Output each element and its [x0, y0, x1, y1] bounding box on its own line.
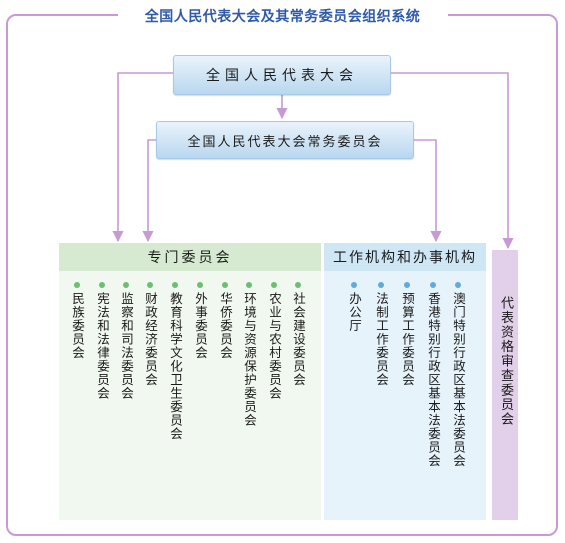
- working-body-label: 预算工作委员会: [400, 292, 415, 387]
- working-body-item: 法制工作委员会: [374, 282, 389, 387]
- npc-standing-committee-label: 全国人民代表大会常务委员会: [187, 134, 383, 150]
- special-committee-label: 社会建设委员会: [291, 292, 306, 387]
- bullet-dot: [271, 282, 277, 288]
- bullet-dot: [295, 282, 301, 288]
- bullet-dot: [172, 282, 178, 288]
- special-committee-item: 社会建设委员会: [291, 282, 306, 387]
- connector-npc-to-special: [112, 72, 173, 243]
- special-committee-item: 民族委员会: [70, 282, 85, 360]
- connector-standing-to-work: [414, 139, 442, 243]
- working-body-item: 澳门特别行政区基本法委员会: [451, 282, 466, 468]
- working-body-item: 办公厅: [347, 282, 362, 333]
- special-committee-item: 宪法和法律委员会: [95, 282, 110, 400]
- special-committee-label: 监察和司法委员会: [119, 292, 134, 400]
- bullet-dot: [404, 282, 410, 288]
- bullet-dot: [222, 282, 228, 288]
- working-body-label: 办公厅: [347, 292, 362, 333]
- working-body-label: 法制工作委员会: [374, 292, 389, 387]
- special-committees-panel: [59, 243, 321, 520]
- qualification-committee-box: [492, 250, 518, 520]
- bullet-dot: [197, 282, 203, 288]
- diagram-title: 全国人民代表大会及其常务委员会组织系统: [144, 9, 421, 25]
- connector-standing-to-special: [142, 139, 156, 243]
- special-committee-label: 环境与资源保护委员会: [242, 292, 257, 427]
- npc-box: 全国人民代表大会: [173, 55, 391, 95]
- special-committee-item: 外事委员会: [193, 282, 208, 360]
- bullet-dot: [74, 282, 80, 288]
- special-committee-item: 环境与资源保护委员会: [242, 282, 257, 427]
- bullet-dot: [430, 282, 436, 288]
- working-body-item: 预算工作委员会: [400, 282, 415, 387]
- bullet-dot: [455, 282, 461, 288]
- special-committee-item: 财政经济委员会: [143, 282, 158, 387]
- bullet-dot: [351, 282, 357, 288]
- special-committee-label: 民族委员会: [70, 292, 85, 360]
- bullet-dot: [99, 282, 105, 288]
- working-body-label: 澳门特别行政区基本法委员会: [451, 292, 466, 468]
- special-committee-item: 教育科学文化卫生委员会: [168, 282, 183, 441]
- working-body-label: 香港特别行政区基本法委员会: [426, 292, 441, 468]
- npc-label: 全国人民代表大会: [206, 68, 358, 84]
- special-committee-item: 监察和司法委员会: [119, 282, 134, 400]
- working-bodies-header: 工作机构和办事机构: [324, 243, 486, 271]
- working-bodies-panel: [324, 243, 486, 520]
- special-committee-label: 宪法和法律委员会: [95, 292, 110, 400]
- working-body-item: 香港特别行政区基本法委员会: [426, 282, 441, 468]
- special-committee-label: 外事委员会: [193, 292, 208, 360]
- bullet-dot: [147, 282, 153, 288]
- qualification-committee-label: 代表资格审查委员会: [498, 296, 513, 427]
- special-committee-label: 财政经济委员会: [143, 292, 158, 387]
- bullet-dot: [123, 282, 129, 288]
- special-committee-item: 华侨委员会: [218, 282, 233, 360]
- special-committee-label: 华侨委员会: [218, 292, 233, 360]
- special-committee-label: 教育科学文化卫生委员会: [168, 292, 183, 441]
- special-committee-item: 农业与农村委员会: [267, 282, 282, 400]
- special-committees-header: 专门委员会: [59, 243, 321, 271]
- title-backdrop: [118, 4, 448, 24]
- qualification-committee-label-wrap: 代表资格审查委员会: [492, 296, 518, 427]
- npc-standing-committee-box: 全国人民代表大会常务委员会: [156, 121, 414, 159]
- bullet-dot: [246, 282, 252, 288]
- connector-npc-to-qual: [391, 72, 514, 250]
- special-committee-label: 农业与农村委员会: [267, 292, 282, 400]
- bullet-dot: [378, 282, 384, 288]
